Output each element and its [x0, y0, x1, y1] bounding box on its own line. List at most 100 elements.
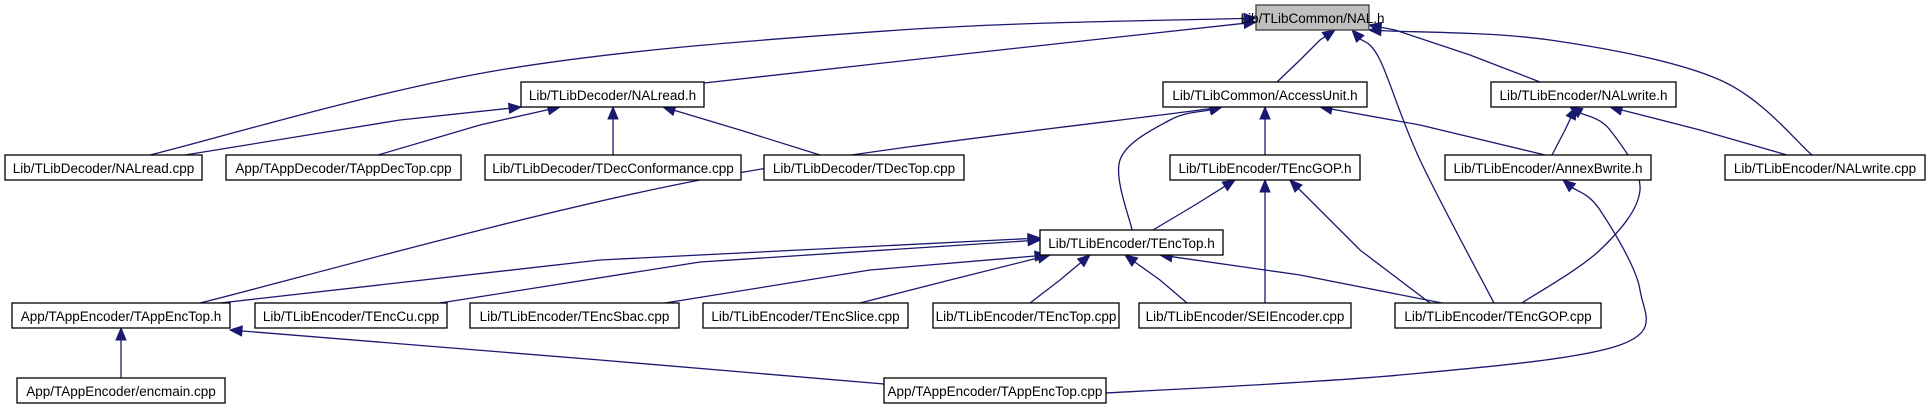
node-box[interactable] [702, 302, 909, 329]
edge-line [149, 17, 1245, 156]
node-label[interactable]: App/TAppEncoder/TAppEncTop.cpp [888, 384, 1103, 399]
node-tappenctop-cpp[interactable]: App/TAppEncoder/TAppEncTop.cpp [883, 377, 1107, 404]
node-box[interactable] [1255, 4, 1370, 31]
edge-line [219, 237, 1029, 304]
edge-tenctop_h-to-tencgop_h [1152, 179, 1237, 231]
edge-tappenctop_cpp-to-tappenctop_h [228, 325, 885, 385]
node-tappenctop-h[interactable]: App/TAppEncoder/TAppEncTop.h [11, 302, 231, 329]
edge-line [1171, 256, 1443, 304]
node-annexbwrite-h[interactable]: Lib/TLibEncoder/AnnexBwrite.h [1444, 154, 1652, 181]
node-label[interactable]: Lib/TLibCommon/AccessUnit.h [1172, 88, 1357, 103]
node-nal-h[interactable]: Lib/TLibCommon/NAL.h [1240, 4, 1385, 31]
node-nalread-cpp[interactable]: Lib/TLibDecoder/NALread.cpp [4, 154, 203, 181]
edge-line [1521, 112, 1641, 304]
node-tdecconformance-cpp[interactable]: Lib/TLibDecoder/TDecConformance.cpp [484, 154, 742, 181]
node-tenctop-cpp[interactable]: Lib/TLibEncoder/TEncTop.cpp [932, 302, 1120, 329]
node-box[interactable] [932, 302, 1120, 329]
node-box[interactable] [1138, 302, 1352, 329]
node-box[interactable] [254, 302, 448, 329]
node-label[interactable]: Lib/TLibEncoder/SEIEncoder.cpp [1146, 309, 1345, 324]
arrowhead-icon [1351, 29, 1365, 44]
node-tencgop-h[interactable]: Lib/TLibEncoder/TEncGOP.h [1169, 154, 1361, 181]
edge-line [1276, 36, 1326, 83]
node-label[interactable]: Lib/TLibEncoder/TEncTop.h [1048, 236, 1215, 251]
node-label[interactable]: App/TAppEncoder/encmain.cpp [26, 384, 216, 399]
edge-tencgop_cpp-to-nalwrite_h [1521, 106, 1641, 304]
edge-tencgop_h-to-accessunit_h [1259, 105, 1271, 155]
arrowhead-icon [228, 325, 243, 337]
node-tencslice-cpp[interactable]: Lib/TLibEncoder/TEncSlice.cpp [702, 302, 909, 329]
node-box[interactable] [763, 154, 965, 181]
edge-accessunit_h-to-nal_h [1276, 29, 1337, 83]
node-box[interactable] [1724, 154, 1926, 181]
node-nalread-h[interactable]: Lib/TLibDecoder/NALread.h [520, 81, 705, 108]
node-box[interactable] [883, 377, 1107, 404]
node-label[interactable]: Lib/TLibDecoder/TDecTop.cpp [773, 161, 955, 176]
node-label[interactable]: Lib/TLibEncoder/AnnexBwrite.h [1453, 161, 1642, 176]
arrowhead-icon [1289, 179, 1303, 193]
node-box[interactable] [484, 154, 742, 181]
node-tappdectop-cpp[interactable]: App/TAppDecoder/TAppDecTop.cpp [225, 154, 462, 181]
arrowhead-icon [115, 326, 127, 341]
node-box[interactable] [1039, 229, 1224, 256]
node-accessunit-h[interactable]: Lib/TLibCommon/AccessUnit.h [1162, 81, 1368, 108]
node-label[interactable]: Lib/TLibEncoder/NALwrite.h [1499, 88, 1667, 103]
node-label[interactable]: Lib/TLibDecoder/NALread.cpp [13, 161, 195, 176]
node-box[interactable] [225, 154, 462, 181]
arrowhead-icon [1242, 17, 1258, 30]
node-encmain-cpp[interactable]: App/TAppEncoder/encmain.cpp [16, 377, 226, 404]
node-nalwrite-cpp[interactable]: Lib/TLibEncoder/NALwrite.cpp [1724, 154, 1926, 181]
node-nalwrite-h[interactable]: Lib/TLibEncoder/NALwrite.h [1490, 81, 1677, 108]
arrowhead-icon [1561, 179, 1577, 193]
arrowhead-icon [1221, 179, 1237, 192]
node-label[interactable]: Lib/TLibCommon/NAL.h [1240, 11, 1384, 26]
edge-seiencoder_cpp-to-tencgop_h [1259, 178, 1271, 303]
node-label[interactable]: Lib/TLibEncoder/TEncGOP.h [1178, 161, 1351, 176]
arrowhead-icon [1123, 254, 1139, 267]
edge-tencsbac_cpp-to-tenctop_h [664, 250, 1049, 304]
edge-annexbwrite_h-to-nalwrite_h [1551, 105, 1577, 156]
node-tdectop-cpp[interactable]: Lib/TLibDecoder/TDecTop.cpp [763, 154, 965, 181]
node-label[interactable]: App/TAppEncoder/TAppEncTop.h [21, 309, 222, 324]
edge-tencgop_cpp-to-tenctop_h [1158, 251, 1443, 304]
node-box[interactable] [1169, 154, 1361, 181]
node-box[interactable] [4, 154, 203, 181]
node-label[interactable]: Lib/TLibEncoder/TEncGOP.cpp [1404, 309, 1591, 324]
edge-tdecconformance_cpp-to-nalread_h [607, 105, 619, 155]
node-label[interactable]: Lib/TLibEncoder/TEncSbac.cpp [480, 309, 670, 324]
edge-tencgop_cpp-to-tencgop_h [1289, 179, 1431, 304]
node-tencgop-cpp[interactable]: Lib/TLibEncoder/TEncGOP.cpp [1394, 302, 1602, 329]
edge-annexbwrite_h-to-accessunit_h [1318, 103, 1546, 156]
edge-line [377, 108, 549, 156]
node-label[interactable]: Lib/TLibEncoder/TEncSlice.cpp [711, 309, 899, 324]
edge-line [199, 108, 1211, 304]
node-box[interactable] [11, 302, 231, 329]
edge-line [1621, 109, 1788, 156]
node-label[interactable]: Lib/TLibEncoder/TEncCu.cpp [263, 309, 439, 324]
node-box[interactable] [1162, 81, 1368, 108]
nodes-layer: Lib/TLibCommon/NAL.hLib/TLibDecoder/NALr… [4, 4, 1926, 404]
node-box[interactable] [469, 302, 680, 329]
node-label[interactable]: Lib/TLibEncoder/NALwrite.cpp [1734, 161, 1916, 176]
node-box[interactable] [1490, 81, 1677, 108]
node-label[interactable]: App/TAppDecoder/TAppDecTop.cpp [235, 161, 451, 176]
edge-line [1331, 108, 1546, 156]
node-box[interactable] [520, 81, 705, 108]
edge-line [1551, 117, 1572, 156]
node-label[interactable]: Lib/TLibDecoder/TDecConformance.cpp [492, 161, 734, 176]
edge-line [1380, 26, 1541, 83]
edge-line [703, 22, 1245, 84]
node-box[interactable] [1444, 154, 1652, 181]
node-tenctop-h[interactable]: Lib/TLibEncoder/TEncTop.h [1039, 229, 1224, 256]
node-box[interactable] [1394, 302, 1602, 329]
edge-line [1134, 261, 1188, 304]
node-label[interactable]: Lib/TLibEncoder/TEncTop.cpp [936, 309, 1117, 324]
node-box[interactable] [16, 377, 226, 404]
node-tencsbac-cpp[interactable]: Lib/TLibEncoder/TEncSbac.cpp [469, 302, 680, 329]
node-tenccu-cpp[interactable]: Lib/TLibEncoder/TEncCu.cpp [254, 302, 448, 329]
node-label[interactable]: Lib/TLibDecoder/NALread.h [529, 88, 696, 103]
node-seiencoder-cpp[interactable]: Lib/TLibEncoder/SEIEncoder.cpp [1138, 302, 1352, 329]
edge-seiencoder_cpp-to-tenctop_h [1123, 254, 1188, 304]
edge-tappenctop_cpp-to-annexbwrite_h [1105, 179, 1647, 394]
